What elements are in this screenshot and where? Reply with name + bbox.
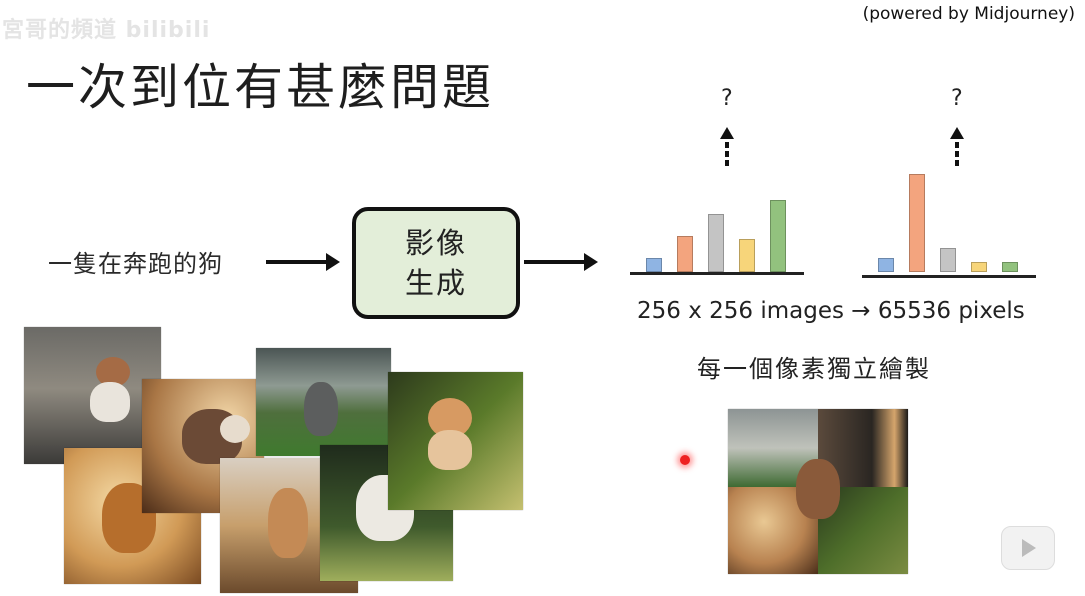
pixel-mosaic-image bbox=[728, 409, 908, 574]
question-mark: ? bbox=[951, 86, 963, 111]
question-mark: ? bbox=[721, 86, 733, 111]
prompt-text: 一隻在奔跑的狗 bbox=[48, 250, 223, 278]
distribution-baseline bbox=[630, 272, 804, 275]
arrow-right-icon bbox=[266, 253, 340, 271]
probability-distribution-left bbox=[630, 180, 804, 272]
slide-title: 一次到位有甚麼問題 bbox=[26, 59, 495, 116]
play-icon[interactable] bbox=[1001, 526, 1055, 570]
laser-pointer-icon bbox=[680, 455, 690, 465]
generator-label-2: 生成 bbox=[404, 266, 467, 300]
generator-label-1: 影像 bbox=[404, 226, 467, 260]
distribution-bar bbox=[677, 236, 693, 272]
distribution-bar bbox=[646, 258, 662, 272]
distribution-baseline bbox=[862, 275, 1036, 278]
pixels-count-text: 256 x 256 images → 65536 pixels bbox=[637, 298, 1025, 324]
dog-photo-city bbox=[24, 327, 161, 464]
arrow-right-icon bbox=[524, 253, 598, 271]
distribution-bar bbox=[739, 239, 755, 272]
watermark-logo: 宮哥的頻道 bilibili bbox=[2, 18, 211, 43]
dog-photo-grass bbox=[388, 372, 523, 510]
image-generation-box: 影像 生成 bbox=[352, 207, 520, 319]
distribution-bar bbox=[1002, 262, 1018, 272]
dog-photo-husky bbox=[256, 348, 391, 456]
credit-text: (powered by Midjourney) bbox=[862, 4, 1075, 24]
distribution-bar bbox=[971, 262, 987, 272]
distribution-bar bbox=[708, 214, 724, 272]
distribution-bar bbox=[878, 258, 894, 272]
distribution-bar bbox=[770, 200, 786, 272]
dashed-arrow-up-icon bbox=[720, 127, 734, 166]
distribution-bar bbox=[909, 174, 925, 272]
probability-distribution-right bbox=[862, 174, 1036, 272]
independent-pixel-text: 每一個像素獨立繪製 bbox=[697, 355, 931, 383]
dashed-arrow-up-icon bbox=[950, 127, 964, 166]
dog-photo-sepia bbox=[142, 379, 264, 513]
distribution-bar bbox=[940, 248, 956, 272]
